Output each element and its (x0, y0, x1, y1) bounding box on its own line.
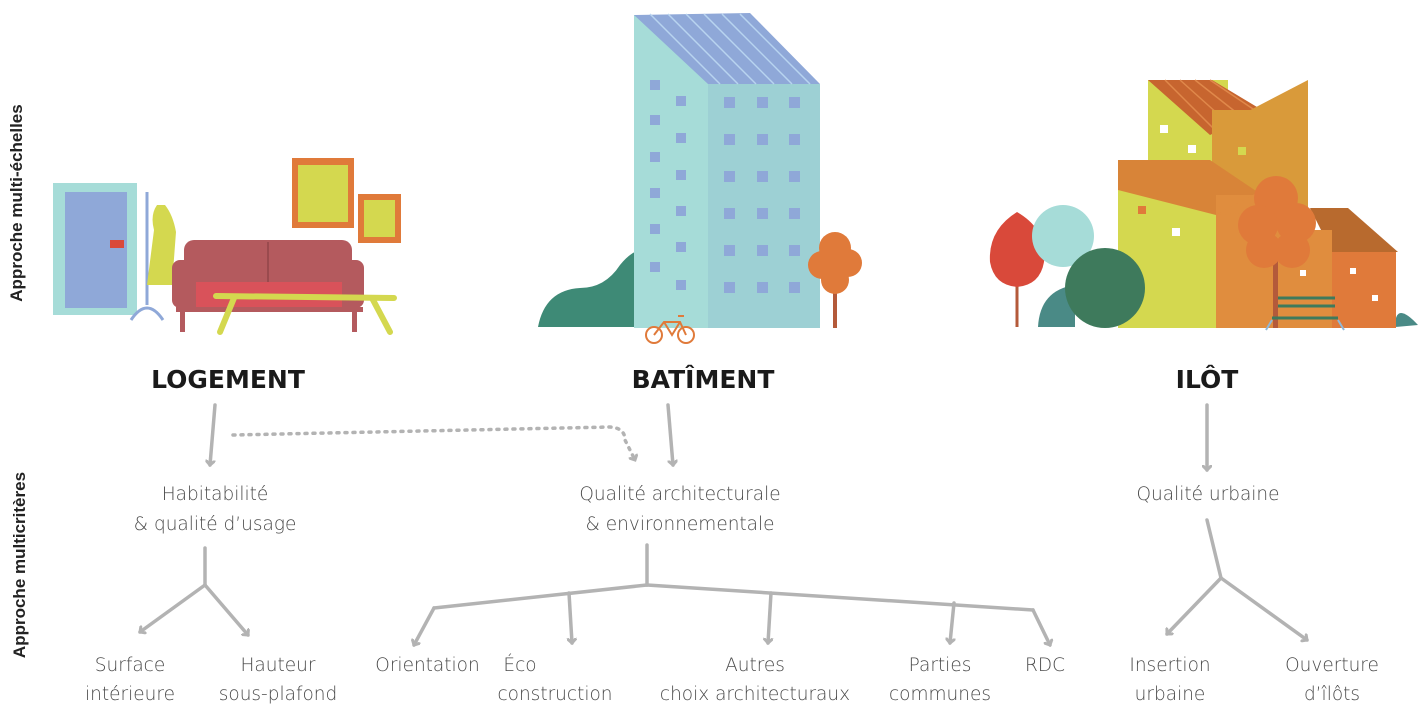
leaf-line: intérieure (85, 684, 175, 705)
leaf-insertion-urbaine: Insertion urbaine (1100, 651, 1240, 709)
building-right-small (1332, 252, 1396, 328)
level-title-batiment: BATÎMENT (631, 365, 775, 394)
hill (538, 249, 660, 327)
coat-rack (129, 192, 165, 321)
arrow-logement (210, 403, 217, 465)
leaf-ouverture-ilots: Ouverture d’îlôts (1262, 651, 1402, 709)
leaf-hauteur-sous-plafond: Hauteur sous-plafond (198, 651, 358, 709)
bench-icon (1272, 296, 1338, 320)
leaf-surface-interieure: Surface intérieure (55, 651, 205, 709)
logement-illustration (53, 158, 401, 335)
tree-mint (1032, 205, 1094, 267)
leaf-line: communes (888, 684, 991, 705)
tree-red (989, 212, 1045, 327)
tree-orange-ilot (1238, 176, 1316, 328)
door-handle (110, 240, 124, 248)
criterion-line: & environnementale (585, 514, 775, 535)
criterion-qualite-architecturale: Qualité architecturale & environnemental… (530, 480, 830, 540)
criterion-line: Habitabilité (161, 484, 269, 505)
leaf-parties-communes: Parties communes (870, 651, 1010, 709)
tree-dark (1065, 248, 1145, 328)
criterion-qualite-urbaine: Qualité urbaine (1108, 480, 1308, 510)
leaf-line: Parties (908, 655, 972, 676)
criterion-line: Qualité architecturale (579, 484, 781, 505)
leaf-line: Éco (503, 655, 537, 676)
criterion-line: Qualité urbaine (1136, 484, 1280, 505)
leaf-eco-construction: Éco construction (480, 651, 630, 709)
criterion-habitabilite: Habitabilité & qualité d’usage (100, 480, 330, 540)
leaf-line: choix architecturaux (659, 684, 851, 705)
batiment-illustration (538, 13, 862, 344)
leaf-orientation: Orientation (360, 651, 495, 680)
side-label-multi-echelles: Approche multi-échelles (7, 104, 26, 302)
leaf-rdc: RDC (1010, 651, 1080, 680)
coffee-table (213, 293, 397, 335)
leaf-line: Surface (94, 655, 166, 676)
leaf-line: Ouverture (1285, 655, 1379, 676)
leaf-line: RDC (1024, 655, 1066, 676)
coat (147, 205, 176, 285)
ilot-illustration (989, 79, 1418, 331)
sofa (172, 240, 364, 332)
leaf-line: sous-plafond (218, 684, 338, 705)
side-label-multicriteres: Approche multicritères (10, 471, 29, 659)
arrow-batiment (666, 403, 673, 465)
level-title-ilot: ILÔT (1175, 365, 1239, 394)
leaf-line: construction (497, 684, 613, 705)
leaf-line: urbaine (1134, 684, 1206, 705)
criterion-line: & qualité d’usage (133, 514, 297, 535)
leaf-line: Hauteur (240, 655, 316, 676)
door (65, 192, 127, 308)
leaf-line: Orientation (375, 655, 480, 676)
leaf-autres-choix: Autres choix architecturaux (640, 651, 870, 709)
building-windows (650, 80, 800, 293)
leaf-line: Insertion (1129, 655, 1211, 676)
leaf-line: Autres (725, 655, 785, 676)
tree-orange (808, 232, 862, 328)
level-title-logement: LOGEMENT (151, 365, 305, 394)
connectors (138, 403, 1309, 645)
dotted-arrow (231, 425, 635, 460)
bicycle-icon (645, 315, 695, 344)
leaf-line: d’îlôts (1303, 684, 1361, 705)
